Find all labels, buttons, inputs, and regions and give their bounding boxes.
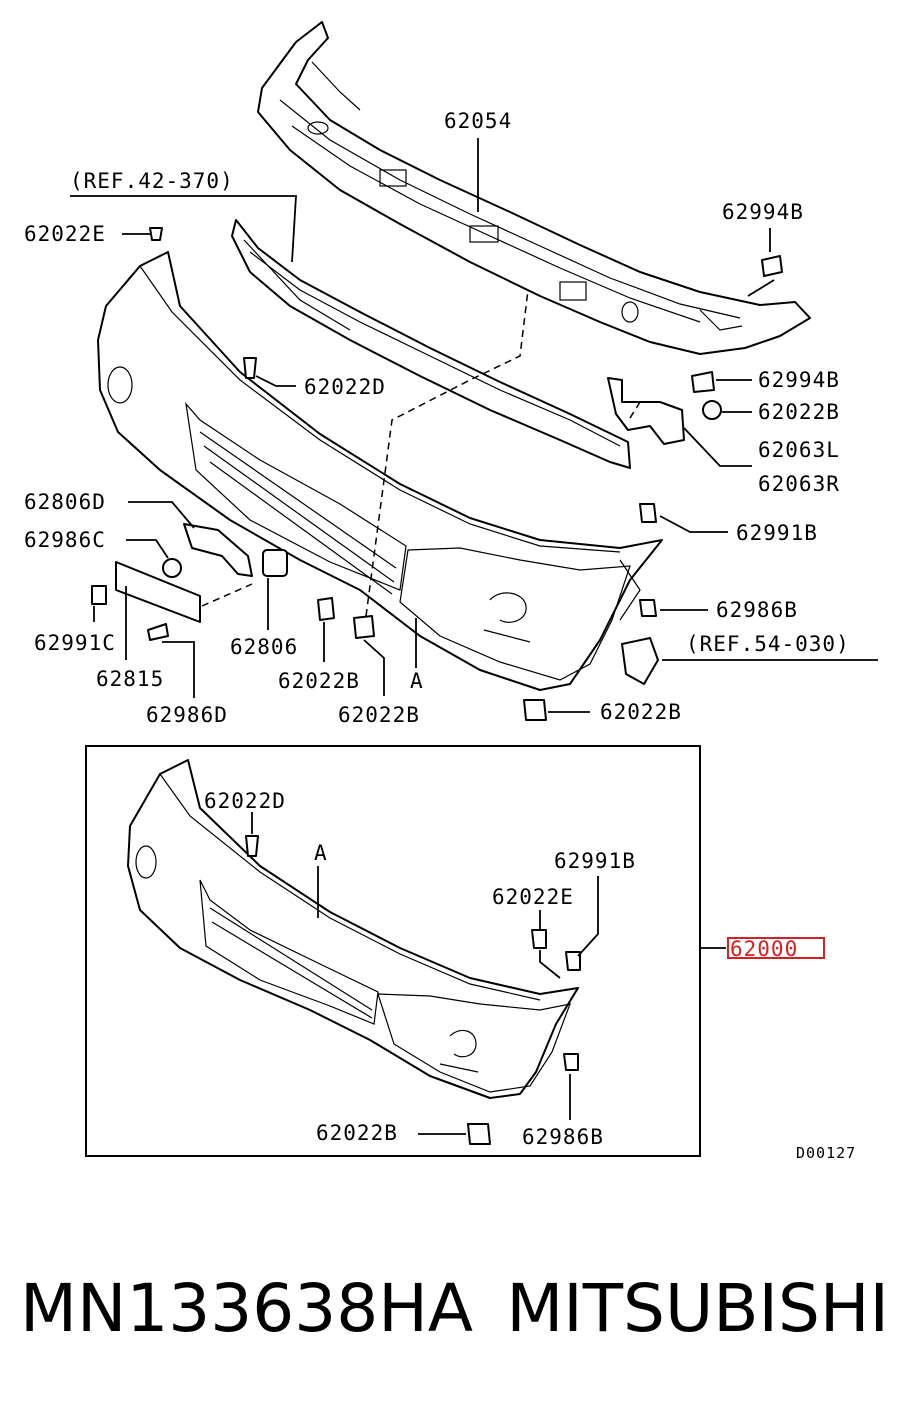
label-clip-e-top: 62022E bbox=[24, 222, 106, 246]
label-ref-upper: (REF.42-370) bbox=[70, 169, 234, 193]
label-clip-d-top: 62022D bbox=[304, 375, 386, 399]
inset-label-clip-d: 62022D bbox=[204, 789, 286, 813]
inset-label-clip-b: 62991B bbox=[554, 849, 636, 873]
label-plate: 62815 bbox=[96, 667, 164, 691]
label-nut-b-b: 62022B bbox=[338, 703, 420, 727]
parts-diagram: 62054 (REF.42-370) 62022E 62994B 62022D … bbox=[24, 21, 878, 1162]
inset-label-nut-b: 62022B bbox=[316, 1121, 398, 1145]
inset-label-screw-b: 62986B bbox=[522, 1125, 604, 1149]
label-bolt-b-lower: 62994B bbox=[758, 368, 840, 392]
label-pad: 62806 bbox=[230, 635, 298, 659]
diagram-code: D00127 bbox=[796, 1144, 856, 1162]
label-reinforcement: 62054 bbox=[444, 109, 512, 133]
label-nut-b-bottom: 62022B bbox=[600, 700, 682, 724]
label-bracket-l: 62063L bbox=[758, 438, 840, 462]
label-bracket-d: 62806D bbox=[24, 490, 106, 514]
inset-label-point-a: A bbox=[314, 841, 328, 865]
assembly-callout[interactable]: 62000 bbox=[727, 937, 825, 961]
label-nut-b-bracket: 62022B bbox=[758, 400, 840, 424]
leader-lines bbox=[70, 138, 878, 713]
footer: MN133638HA MITSUBISHI bbox=[0, 1270, 909, 1370]
label-clip-b-right: 62991B bbox=[736, 521, 818, 545]
label-screw-c: 62986C bbox=[24, 528, 106, 552]
bumper-reinforcement-part bbox=[257, 21, 811, 355]
upper-labels: 62054 (REF.42-370) 62022E 62994B 62022D … bbox=[24, 109, 850, 727]
assembly-highlight-box bbox=[727, 937, 825, 959]
bumper-cover-part bbox=[97, 251, 663, 691]
label-clip-c: 62991C bbox=[34, 631, 116, 655]
lower-reinforcement-part bbox=[231, 219, 631, 469]
label-ref-lower: (REF.54-030) bbox=[686, 632, 850, 656]
brand-name: MITSUBISHI bbox=[506, 1270, 889, 1347]
label-bolt-b-upper: 62994B bbox=[722, 200, 804, 224]
inset-label-clip-e: 62022E bbox=[492, 885, 574, 909]
assembly-inset: 62022D A 62991B 62022E 62022B 62986B D00… bbox=[85, 745, 856, 1162]
label-screw-b-right: 62986B bbox=[716, 598, 798, 622]
part-number: MN133638HA bbox=[20, 1270, 474, 1347]
small-parts bbox=[91, 227, 783, 721]
label-point-a: A bbox=[410, 669, 424, 693]
label-nut-b-a: 62022B bbox=[278, 669, 360, 693]
assembly-number[interactable]: 62000 bbox=[730, 937, 798, 961]
label-bracket-r: 62063R bbox=[758, 472, 840, 496]
label-screw-d: 62986D bbox=[146, 703, 228, 727]
